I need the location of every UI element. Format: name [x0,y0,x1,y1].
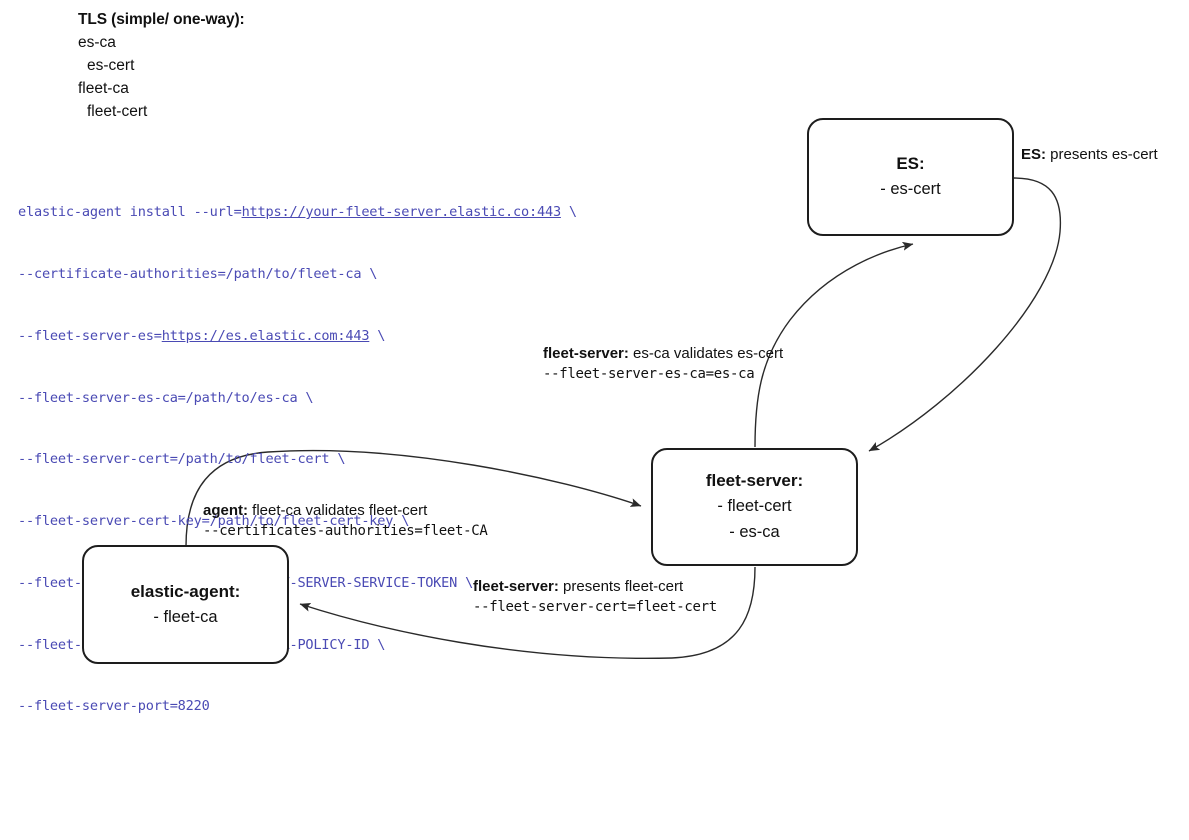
node-fleet-server-item-fleet-cert: - fleet-cert [717,497,792,515]
edge-es-presents-es-cert [868,177,1062,452]
node-elastic-agent-item-fleet-ca: - fleet-ca [153,607,218,626]
command-line-1-post: \ [560,204,577,221]
node-es-item-es-cert: - es-cert [880,180,941,198]
node-elastic-agent-title: elastic-agent: [130,581,241,601]
edge-label-agent-validates-desc: fleet-ca validates fleet-cert [248,502,428,519]
command-line-9: --fleet-server-port=8220 [18,696,718,717]
edge-label-fleet-server-presents: fleet-server: presents fleet-cert --flee… [473,577,717,618]
edge-label-fleet-server-validates-row1: fleet-server: es-ca validates es-cert [543,344,783,364]
tls-legend: TLS (simple/ one-way): es-ca es-cert fle… [78,8,498,123]
edge-label-agent-validates-row1: agent: fleet-ca validates fleet-cert [203,501,488,521]
command-line-6: --fleet-server-cert-key=/path/to/fleet-c… [18,511,718,532]
legend-item-es-ca: es-ca [78,34,116,51]
command-line-1: elastic-agent install --url=https://your… [18,202,718,223]
command-line-1-pre: elastic-agent install --url= [18,204,242,221]
command-line-4: --fleet-server-es-ca=/path/to/es-ca \ [18,388,718,409]
command-line-3-post: \ [369,327,386,344]
command-line-3-url[interactable]: https://es.elastic.com:443 [161,327,370,344]
command-line-2-pre: --certificate-authorities=/path/to/fleet… [18,265,378,282]
edge-label-fleet-server-presents-row1: fleet-server: presents fleet-cert [473,577,717,597]
edge-label-fleet-server-validates-desc: es-ca validates es-cert [628,345,784,362]
edge-label-es-presents-actor: ES: [1021,146,1047,163]
node-es[interactable]: ES: - es-cert [807,118,1014,236]
edge-label-fleet-server-presents-desc: presents fleet-cert [558,578,684,595]
edge-label-fleet-server-validates-actor: fleet-server: [543,345,629,362]
edge-label-fleet-server-presents-flag: --fleet-server-cert=fleet-cert [473,599,717,615]
command-line-5-pre: --fleet-server-cert=/path/to/fleet-cert … [18,451,346,468]
command-line-5: --fleet-server-cert=/path/to/fleet-cert … [18,449,718,470]
edge-agent-validates-fleet-cert [185,449,642,547]
legend-item-fleet-ca: fleet-ca [78,80,129,97]
node-es-title: ES: [896,154,925,173]
command-line-3-pre: --fleet-server-es= [18,327,162,344]
edge-label-fleet-server-validates-flag: --fleet-server-es-ca=es-ca [543,366,755,382]
edge-label-fleet-server-validates: fleet-server: es-ca validates es-cert --… [543,344,783,385]
edge-label-agent-validates-flag: --certificates-authorities=fleet-CA [203,523,488,539]
legend-title: TLS (simple/ one-way): [78,11,245,28]
command-line-2: --certificate-authorities=/path/to/fleet… [18,264,718,285]
edge-label-es-presents-row1: ES: presents es-cert [1021,145,1158,165]
edge-label-agent-validates: agent: fleet-ca validates fleet-cert --c… [203,501,488,542]
command-line-6-pre: --fleet-server-cert-key=/path/to/fleet-c… [18,513,410,530]
legend-item-es-cert: es-cert [87,57,135,74]
edge-label-es-presents-desc: presents es-cert [1046,146,1158,163]
edge-fleet-server-validates-es-cert [754,241,914,448]
edge-fleet-server-presents-fleet-cert [299,566,756,660]
node-fleet-server-title: fleet-server: [705,471,804,490]
node-fleet-server-item-es-ca: - es-ca [729,523,780,541]
edge-label-fleet-server-presents-actor: fleet-server: [473,578,559,595]
edge-label-agent-validates-actor: agent: [203,502,248,519]
legend-item-fleet-cert: fleet-cert [87,103,148,120]
node-fleet-server[interactable]: fleet-server: - fleet-cert - es-ca [651,448,858,566]
edge-label-es-presents: ES: presents es-cert [1021,145,1158,165]
command-line-9-pre: --fleet-server-port=8220 [18,698,210,715]
command-line-4-pre: --fleet-server-es-ca=/path/to/es-ca \ [18,389,314,406]
node-elastic-agent[interactable]: elastic-agent: - fleet-ca [82,545,289,664]
command-line-3: --fleet-server-es=https://es.elastic.com… [18,326,718,347]
command-line-1-url[interactable]: https://your-fleet-server.elastic.co:443 [241,204,562,221]
